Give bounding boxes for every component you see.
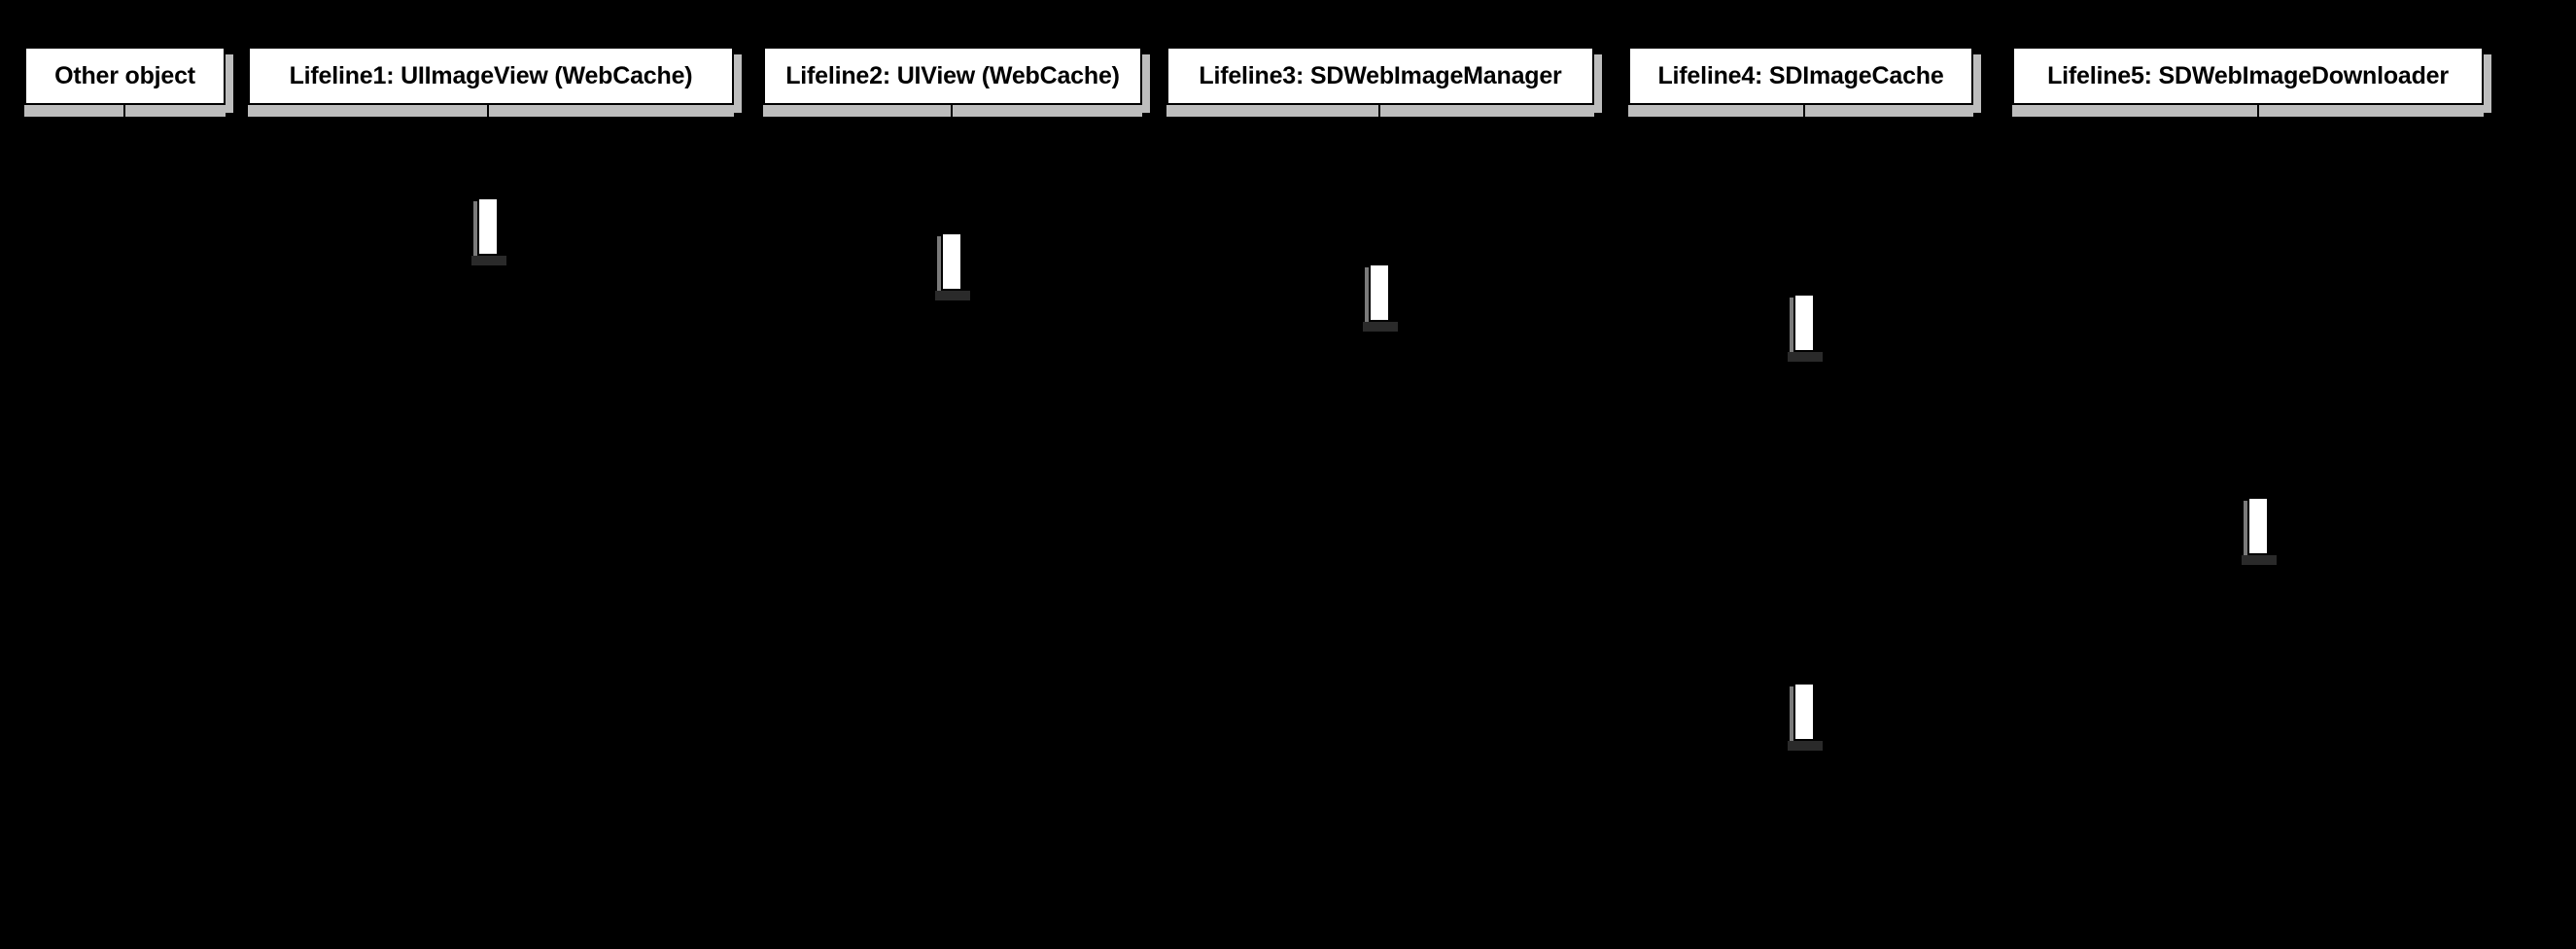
lifeline-underbar-lifeline2 bbox=[763, 105, 1142, 117]
lifeline-underbar-lifeline4 bbox=[1628, 105, 1973, 117]
lifeline-header-lifeline5[interactable]: Lifeline5: SDWebImageDownloader bbox=[2012, 47, 2484, 105]
activation-bar-lifeline3-1[interactable] bbox=[1369, 264, 1390, 322]
lifeline-tick-other-object bbox=[123, 105, 125, 117]
lifeline-underbar-lifeline5 bbox=[2012, 105, 2484, 117]
lifeline-header-lifeline1[interactable]: Lifeline1: UIImageView (WebCache) bbox=[248, 47, 734, 105]
lifeline-underbar-lifeline1 bbox=[248, 105, 734, 117]
lifeline-label: Lifeline4: SDImageCache bbox=[1657, 61, 1944, 89]
lifeline-header-other-object[interactable]: Other object bbox=[24, 47, 226, 105]
lifeline-header-lifeline4[interactable]: Lifeline4: SDImageCache bbox=[1628, 47, 1973, 105]
lifeline-underbar-lifeline3 bbox=[1166, 105, 1594, 117]
lifeline-tick-lifeline3 bbox=[1378, 105, 1380, 117]
activation-bar-lifeline5-1[interactable] bbox=[2247, 497, 2269, 555]
lifeline-tick-lifeline2 bbox=[951, 105, 953, 117]
activation-foot bbox=[1788, 741, 1823, 751]
activation-foot bbox=[2242, 555, 2277, 565]
lifeline-label: Other object bbox=[54, 61, 195, 89]
lifeline-label: Lifeline2: UIView (WebCache) bbox=[785, 61, 1120, 89]
activation-bar-lifeline2-1[interactable] bbox=[941, 232, 962, 291]
lifeline-header-lifeline2[interactable]: Lifeline2: UIView (WebCache) bbox=[763, 47, 1142, 105]
lifeline-label: Lifeline5: SDWebImageDownloader bbox=[2047, 61, 2449, 89]
lifeline-tick-lifeline5 bbox=[2257, 105, 2259, 117]
activation-foot bbox=[1363, 322, 1398, 332]
lifeline-label: Lifeline3: SDWebImageManager bbox=[1199, 61, 1562, 89]
activation-foot bbox=[1788, 352, 1823, 362]
activation-foot bbox=[935, 291, 970, 300]
lifeline-header-lifeline3[interactable]: Lifeline3: SDWebImageManager bbox=[1166, 47, 1594, 105]
activation-bar-lifeline4-2[interactable] bbox=[1793, 683, 1815, 741]
activation-foot bbox=[471, 256, 506, 265]
activation-bar-lifeline1-1[interactable] bbox=[477, 197, 499, 256]
lifeline-tick-lifeline4 bbox=[1803, 105, 1805, 117]
lifeline-label: Lifeline1: UIImageView (WebCache) bbox=[289, 61, 693, 89]
activation-bar-lifeline4-1[interactable] bbox=[1793, 294, 1815, 352]
lifeline-tick-lifeline1 bbox=[487, 105, 489, 117]
